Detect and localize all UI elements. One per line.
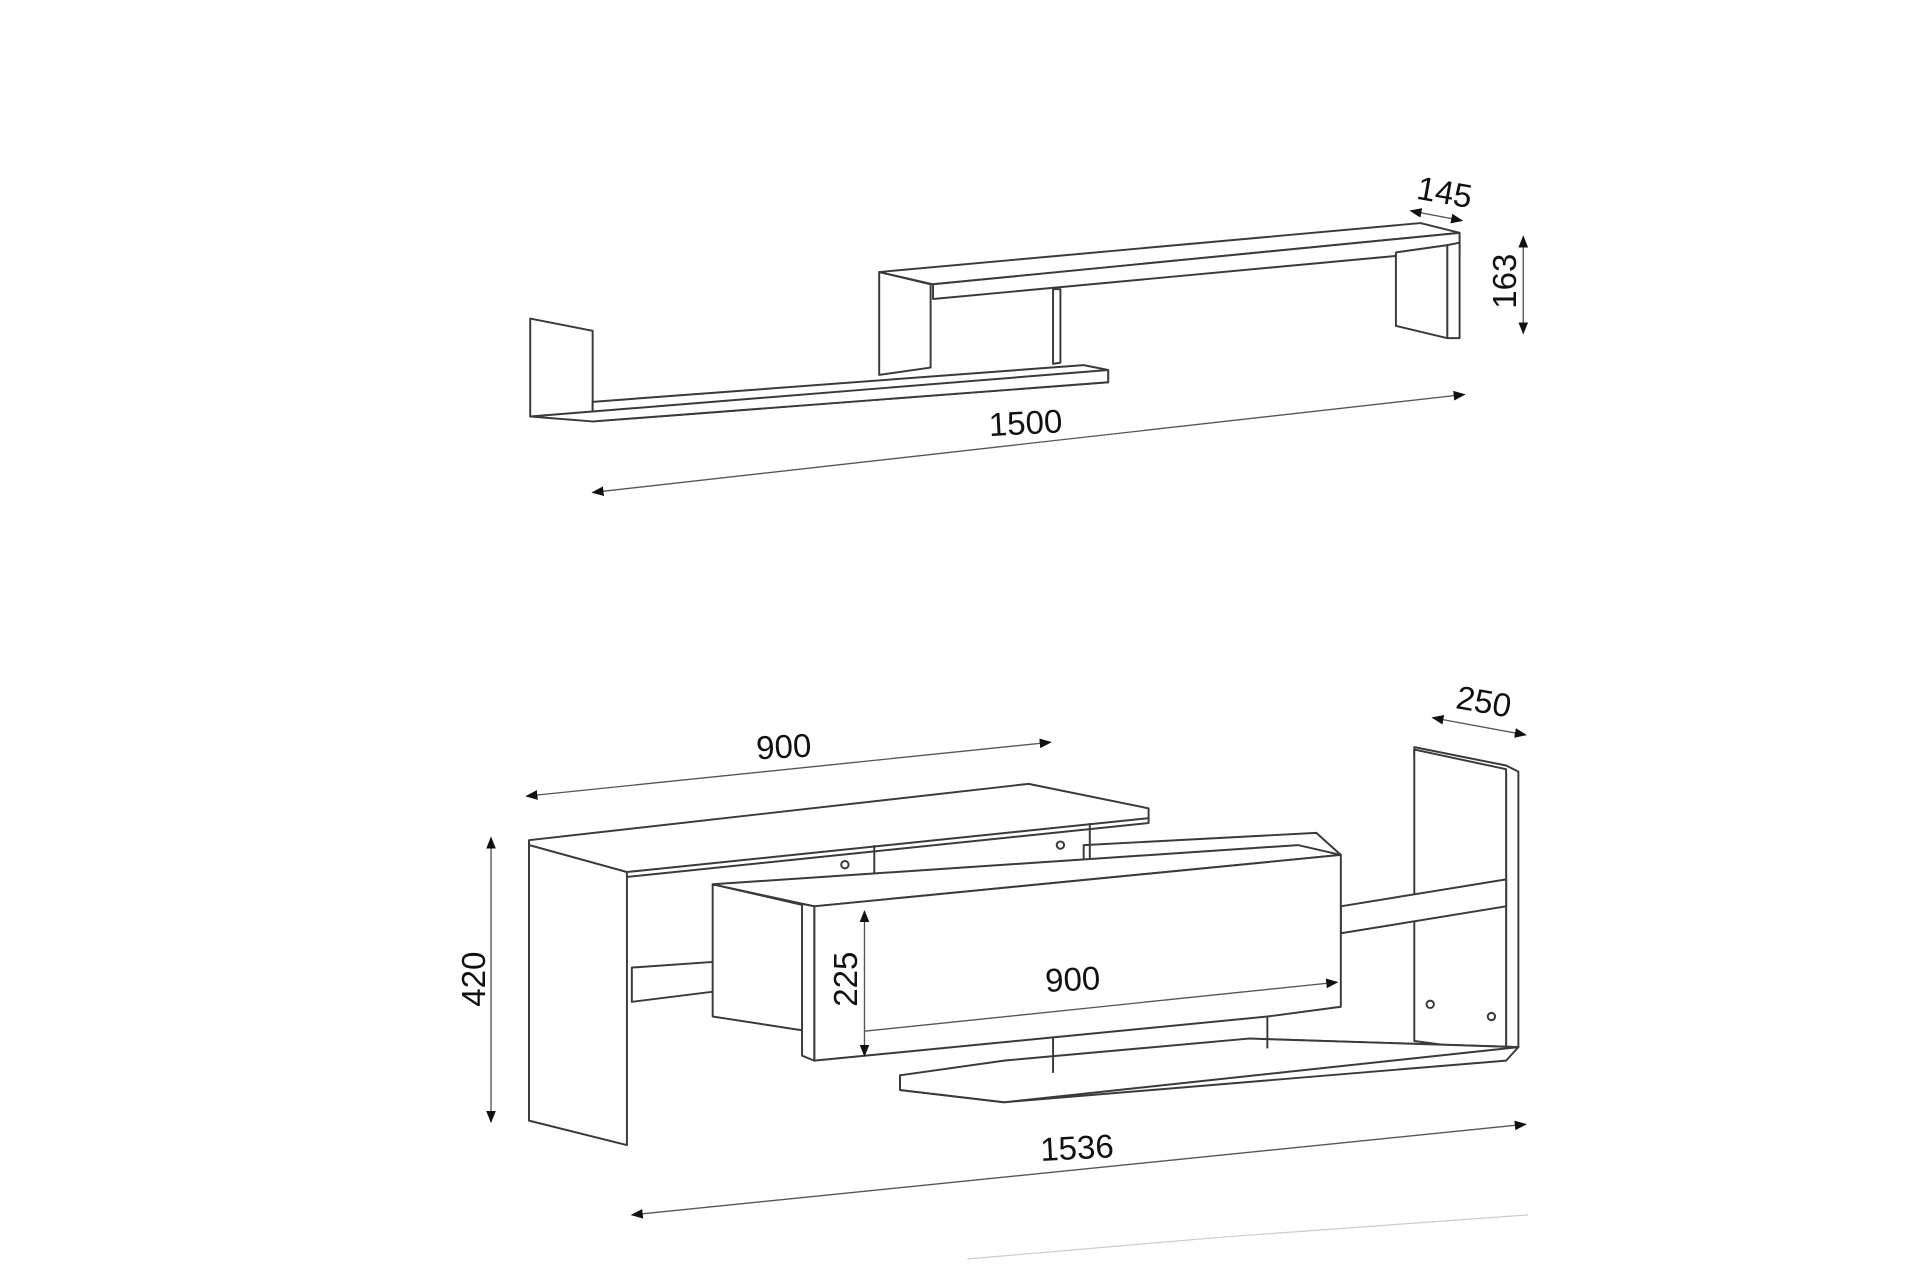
tv-unit-drawing [528, 746, 1520, 1147]
wall-shelf-drawing [529, 222, 1461, 423]
unit-depth-label: 250 [1453, 679, 1514, 725]
shelf-width-label: 1500 [988, 403, 1063, 444]
wall-shelf-dimensions: 145 163 1500 [591, 170, 1529, 497]
tv-unit-dimensions: 900 250 420 225 900 1536 [456, 679, 1529, 1260]
drawer-height-label: 225 [828, 952, 865, 1007]
shelf-depth-label: 145 [1414, 170, 1475, 216]
total-width-label: 1536 [1039, 1128, 1114, 1169]
shelf-height-label: 163 [1487, 254, 1524, 309]
drawer-width-label: 900 [1044, 960, 1101, 1000]
top-width-label: 900 [755, 728, 812, 768]
unit-height-label: 420 [456, 952, 493, 1007]
